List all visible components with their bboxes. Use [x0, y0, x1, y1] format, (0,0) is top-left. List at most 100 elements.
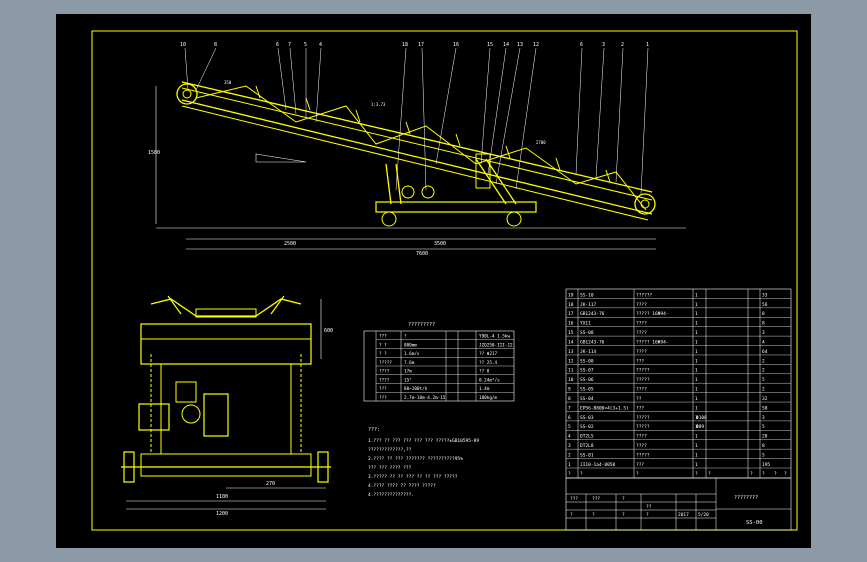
parts-header: ? — [580, 471, 583, 477]
spec-value: 80~100t/h — [404, 386, 428, 392]
part-code: SS-04 — [580, 396, 594, 402]
part-weight: 2 — [762, 387, 765, 393]
part-weight: 8 — [762, 443, 765, 449]
part-name: ????? — [636, 368, 650, 374]
spec-value-2: ?? 25.4 — [479, 360, 498, 366]
balloons: 10 8 6 7 5 4 18 17 16 15 14 13 12 6 3 2 … — [180, 42, 649, 48]
motor — [138, 403, 170, 431]
part-weight: 5 — [762, 424, 765, 430]
spec-label: ??? — [379, 386, 387, 392]
spec-value: 800mm — [404, 342, 417, 348]
balloon: 15 — [487, 42, 493, 48]
parts-header: ? — [774, 471, 777, 477]
part-name: ??? — [636, 358, 644, 364]
parts-header: ? — [750, 471, 753, 477]
part-mat: Φ89 — [696, 424, 704, 430]
part-no: 7 — [568, 405, 571, 411]
part-code: EP56-B800×4(3+1.5) — [580, 405, 629, 411]
part-name: ????? — [636, 377, 650, 383]
spec-label: ???? — [379, 377, 390, 383]
part-code: JK-114 — [580, 349, 597, 355]
part-name: ???? — [636, 349, 647, 355]
note-line: 1.??? ?? ??? ??? ??? ??? ?????±GB10595-8… — [368, 438, 479, 444]
tb-date-day: 5/20 — [698, 512, 709, 518]
part-weight: 8 — [762, 321, 765, 327]
part-weight: 3 — [762, 415, 765, 421]
spec-value-2: ?? 8 — [479, 369, 490, 375]
wheel-left — [381, 211, 397, 227]
part-no: 2 — [568, 453, 571, 459]
dim-end-offset: 270 — [266, 481, 275, 487]
balloon: 16 — [453, 42, 459, 48]
part-code: SS-07 — [580, 368, 594, 374]
balloon: 1 — [646, 42, 649, 48]
dim-end-inner: 1200 — [216, 511, 228, 517]
part-weight: 5 — [762, 453, 765, 459]
part-weight: 2 — [762, 358, 765, 364]
wheel-left-end — [123, 451, 135, 483]
balloon: 3 — [602, 42, 605, 48]
part-code: DT2L5 — [580, 434, 594, 440]
part-no: 19 — [568, 292, 574, 298]
dim-slope: 1:3.73 — [371, 102, 386, 107]
spec-value: 1.6m/s — [404, 351, 420, 357]
part-no: 17 — [568, 311, 574, 317]
spec-value: 15° — [404, 377, 412, 383]
part-no: 5 — [568, 424, 571, 430]
spec-value: 2.7m-10m-4.2m-15 — [404, 395, 446, 401]
part-no: 10 — [568, 377, 574, 383]
parts-header: ? — [636, 471, 639, 477]
part-qty: 1 — [695, 434, 698, 440]
part-no: 6 — [568, 415, 571, 421]
spec-label: ? ? — [379, 342, 387, 348]
part-name: ???? — [636, 330, 647, 336]
part-no: 18 — [568, 302, 574, 308]
balloon: 6 — [276, 42, 279, 48]
part-code: SS-03 — [580, 415, 594, 421]
specs-title: ????????? — [408, 322, 435, 328]
part-code: JI10-1a4-8050 — [580, 462, 616, 468]
part-qty: 1 — [695, 330, 698, 336]
balloon: 7 — [288, 42, 291, 48]
dim-end-width: 1100 — [216, 494, 228, 500]
part-name: ???? — [636, 387, 647, 393]
part-no: 9 — [568, 387, 571, 393]
spec-label: ??? — [379, 395, 387, 401]
wheel-right-end — [317, 451, 329, 483]
part-name: ????? 16Φ94- — [636, 339, 669, 345]
part-code: GB1243-76 — [580, 311, 605, 317]
spec-value-2: ?? Φ217 — [479, 351, 498, 357]
note-line: 3.????? ?? ?? ??? ?? ?? ??? ????? — [368, 474, 458, 480]
part-qty: 1 — [695, 424, 698, 430]
part-weight: 58 — [762, 405, 768, 411]
part-qty: 1 — [695, 396, 698, 402]
dim-belt: 350 — [224, 80, 232, 85]
part-no: 3 — [568, 443, 571, 449]
note-line: 2.???? ?? ??? ??????? ??????????95% — [368, 456, 463, 462]
balloon: 10 — [180, 42, 186, 48]
part-qty: 1 — [695, 358, 698, 364]
spec-value-2: 180kg/m — [479, 395, 498, 401]
spec-value-2: 1.4m — [479, 386, 490, 392]
parts-header: ? — [695, 471, 698, 477]
part-no: 16 — [568, 321, 574, 327]
side-view: 1500 2500 3500 7600 350 1:3.73 2700 — [148, 42, 686, 257]
tb-cell: ? — [622, 512, 625, 518]
parts-header: ? — [784, 471, 787, 477]
part-weight: 5 — [762, 377, 765, 383]
part-mat: Φ108 — [696, 415, 707, 421]
part-weight: 64 — [762, 349, 768, 355]
tail-pulley — [634, 193, 656, 215]
spec-value: 7.6m — [404, 360, 415, 366]
part-no: 15 — [568, 330, 574, 336]
balloon: 5 — [304, 42, 307, 48]
spec-label: ??? — [379, 334, 387, 340]
spec-label: ????? — [379, 360, 392, 366]
spec-value-2: 0.24m³/s — [479, 377, 500, 383]
reducer — [203, 393, 229, 437]
head-pulley — [176, 83, 198, 105]
part-weight: 2 — [762, 368, 765, 374]
part-name: ?????? — [636, 292, 653, 298]
part-code: SS-01 — [580, 453, 594, 459]
